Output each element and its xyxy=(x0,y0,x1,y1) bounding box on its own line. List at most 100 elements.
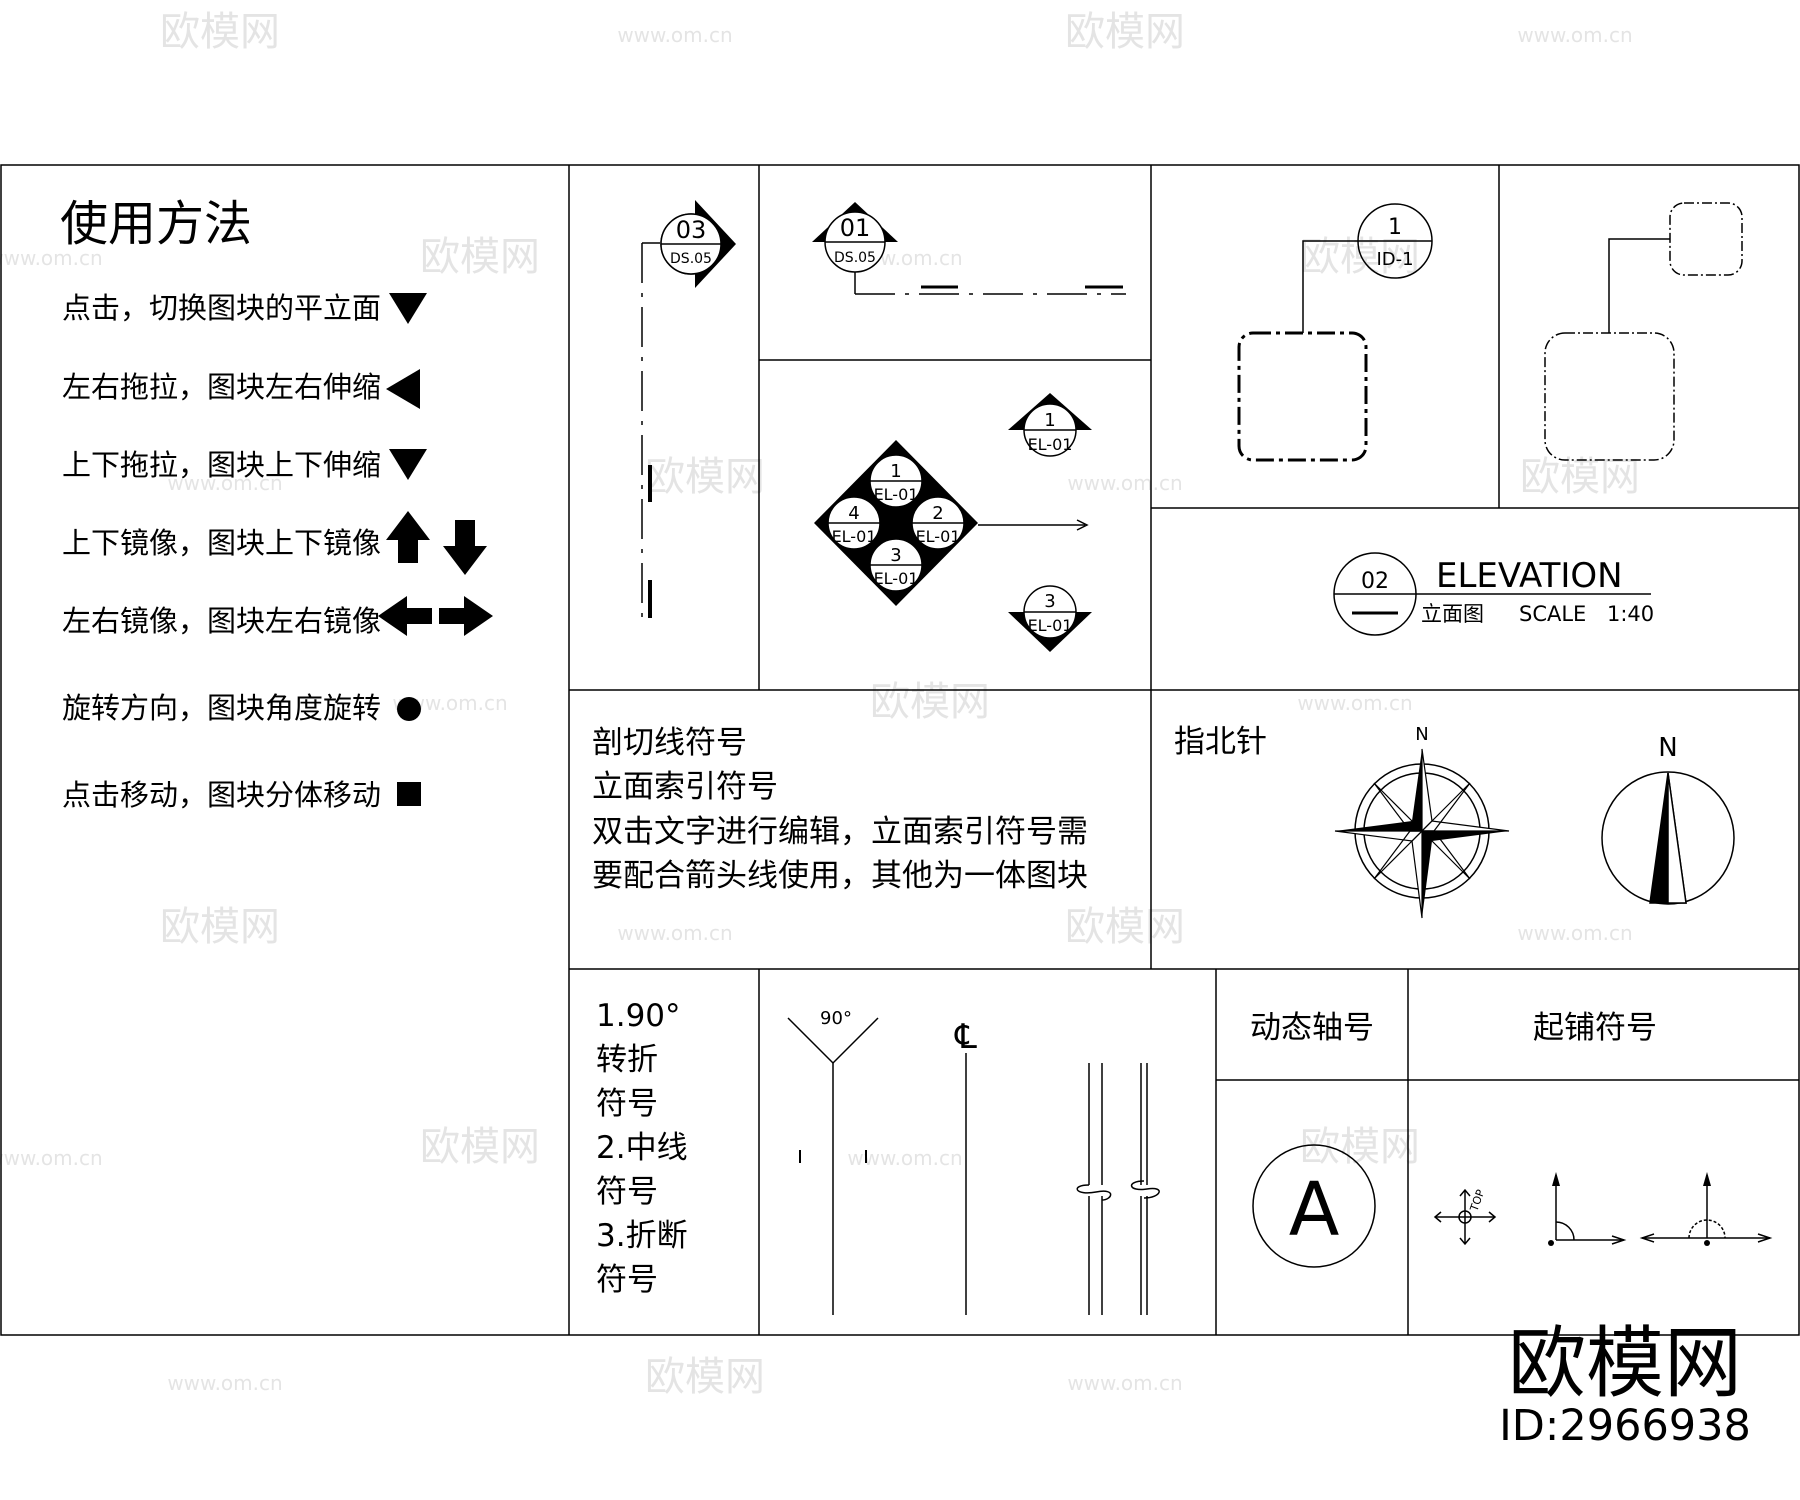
break-symbol[interactable] xyxy=(1076,1063,1160,1315)
arrows-up-down-icon[interactable] xyxy=(386,511,487,575)
description-text: 剖切线符号 立面索引符号 双击文字进行编辑，立面索引符号需 要配合箭头线使用，其… xyxy=(592,725,1088,894)
misc-line: 转折 xyxy=(596,1042,658,1078)
watermark-logo: 欧模网 xyxy=(645,1354,765,1400)
paving-corner-icon[interactable] xyxy=(1548,1172,1627,1246)
arrows-left-right-icon[interactable] xyxy=(378,596,493,636)
layout-grid xyxy=(0,164,1800,1336)
section-symbol-horizontal[interactable]: 01 DS.05 xyxy=(812,202,1126,295)
axis-title: 动态轴号 xyxy=(1250,1010,1374,1046)
watermark-url: www.om.cn xyxy=(1297,691,1412,715)
elevation-index-symbol[interactable]: 1 EL-01 2 EL-01 3 EL-01 4 EL-01 xyxy=(814,440,1089,606)
watermark-logo: 欧模网 xyxy=(1065,904,1185,950)
elevation-sheet: EL-01 xyxy=(832,527,877,546)
axis-letter: A xyxy=(1289,1167,1340,1253)
north-arrow-icon[interactable]: N xyxy=(1601,733,1735,905)
elevation-sheet: EL-01 xyxy=(916,527,961,546)
description-line: 要配合箭头线使用，其他为一体图块 xyxy=(592,858,1088,894)
watermark-url: www.om.cn xyxy=(167,1371,282,1395)
id-tag-code: ID-1 xyxy=(1376,249,1413,270)
misc-line: 符号 xyxy=(596,1262,658,1298)
watermark-url: www.om.cn xyxy=(1067,471,1182,495)
usage-item-label: 上下拖拉，图块上下伸缩 xyxy=(62,448,381,482)
misc-labels: 1.90° 转折 符号 2.中线 符号 3.折断 符号 xyxy=(596,998,688,1298)
elevation-title-subtitle: 立面图 xyxy=(1421,602,1484,626)
section-number: 01 xyxy=(840,214,871,242)
usage-item-label: 点击，切换图块的平立面 xyxy=(62,291,381,325)
paving-center-icon[interactable] xyxy=(1639,1172,1773,1246)
elevation-number: 1 xyxy=(890,461,901,482)
square-icon[interactable] xyxy=(397,782,421,806)
elevation-sheet: EL-01 xyxy=(874,485,919,504)
usage-panel: 使用方法 点击，切换图块的平立面 左右拖拉，图块左右伸缩 上下拖拉，图块上下伸缩… xyxy=(60,196,493,812)
watermark-url: www.om.cn xyxy=(847,1146,962,1170)
elevation-sheet: EL-01 xyxy=(874,569,919,588)
section-sheet: DS.05 xyxy=(670,251,712,267)
paving-top-label: TOP xyxy=(1467,1188,1487,1214)
watermark-url: www.om.cn xyxy=(1067,1371,1182,1395)
compass-rose-icon[interactable]: N xyxy=(1334,724,1510,919)
description-line: 剖切线符号 xyxy=(592,725,747,761)
usage-title: 使用方法 xyxy=(60,196,252,252)
misc-line: 2.中线 xyxy=(596,1130,688,1166)
elevation-title-symbol[interactable]: 02 ELEVATION 立面图 SCALE 1:40 xyxy=(1333,552,1654,636)
watermark-url: www.om.cn xyxy=(1517,23,1632,47)
centerline-label: ℄ xyxy=(954,1017,977,1057)
axis-bubble[interactable]: A xyxy=(1252,1144,1376,1268)
watermark-url: www.om.cn xyxy=(0,246,103,270)
north-label: N xyxy=(1658,733,1677,763)
elevation-number: 4 xyxy=(848,503,859,524)
description-line: 立面索引符号 xyxy=(592,769,778,805)
brand-id: ID:2966938 xyxy=(1499,1401,1751,1451)
elevation-index-single-up[interactable]: 1 EL-01 xyxy=(1008,393,1092,457)
usage-item-label: 左右拖拉，图块左右伸缩 xyxy=(62,370,381,404)
north-label: N xyxy=(1415,724,1428,745)
watermark-logo: 欧模网 xyxy=(1300,1124,1420,1170)
watermark-logo: 欧模网 xyxy=(420,1124,540,1170)
watermark-logo: 欧模网 xyxy=(645,454,765,500)
id-tag-number: 1 xyxy=(1388,215,1402,240)
turn-symbol-90[interactable]: 90° xyxy=(787,1008,879,1315)
elevation-title-number: 02 xyxy=(1361,569,1389,594)
section-number: 03 xyxy=(676,216,707,244)
elevation-scale-value: 1:40 xyxy=(1607,602,1654,626)
north-title: 指北针 xyxy=(1174,724,1267,760)
circle-icon[interactable] xyxy=(397,697,421,721)
rounded-box-symbol[interactable] xyxy=(1544,202,1743,461)
elevation-index-single-down[interactable]: 3 EL-01 xyxy=(1008,585,1092,652)
usage-item-label: 点击移动，图块分体移动 xyxy=(62,778,381,812)
misc-line: 3.折断 xyxy=(596,1218,688,1254)
watermark-logo: 欧模网 xyxy=(1520,454,1640,500)
watermark-url: www.om.cn xyxy=(617,23,732,47)
watermark-url: www.om.cn xyxy=(1517,921,1632,945)
watermark-url: www.om.cn xyxy=(617,921,732,945)
paving-title: 起铺符号 xyxy=(1533,1010,1657,1046)
watermark-logo: 欧模网 xyxy=(870,679,990,725)
id-tag-symbol[interactable]: 1 ID-1 xyxy=(1237,203,1433,462)
misc-line: 1.90° xyxy=(596,998,681,1034)
triangle-down-icon[interactable] xyxy=(389,449,427,480)
watermark-logo: 欧模网 xyxy=(420,234,540,280)
watermark-url: www.om.cn xyxy=(167,471,282,495)
brand-logo: 欧模网 xyxy=(1508,1319,1742,1409)
usage-item-label: 上下镜像，图块上下镜像 xyxy=(62,526,381,560)
elevation-scale-label: SCALE xyxy=(1519,602,1586,626)
elevation-sheet: EL-01 xyxy=(1028,435,1073,454)
triangle-down-icon[interactable] xyxy=(389,293,427,324)
usage-item-label: 左右镜像，图块左右镜像 xyxy=(62,604,381,638)
elevation-number: 3 xyxy=(890,545,901,566)
paving-start-cross-icon[interactable]: TOP xyxy=(1433,1188,1497,1246)
watermark-logo: 欧模网 xyxy=(160,904,280,950)
watermark-logo: 欧模网 xyxy=(1065,9,1185,55)
elevation-number: 3 xyxy=(1044,591,1055,612)
triangle-left-icon[interactable] xyxy=(386,369,420,409)
elevation-number: 1 xyxy=(1044,410,1055,431)
misc-line: 符号 xyxy=(596,1086,658,1122)
watermark-url: www.om.cn xyxy=(0,1146,103,1170)
elevation-number: 2 xyxy=(932,503,943,524)
elevation-title-text: ELEVATION xyxy=(1436,556,1623,596)
section-symbol-vertical[interactable]: 03 DS.05 xyxy=(641,200,736,620)
watermark-logo: 欧模网 xyxy=(160,9,280,55)
usage-item-label: 旋转方向，图块角度旋转 xyxy=(62,691,381,725)
centerline-symbol[interactable]: ℄ xyxy=(954,1017,977,1315)
description-line: 双击文字进行编辑，立面索引符号需 xyxy=(592,814,1088,850)
